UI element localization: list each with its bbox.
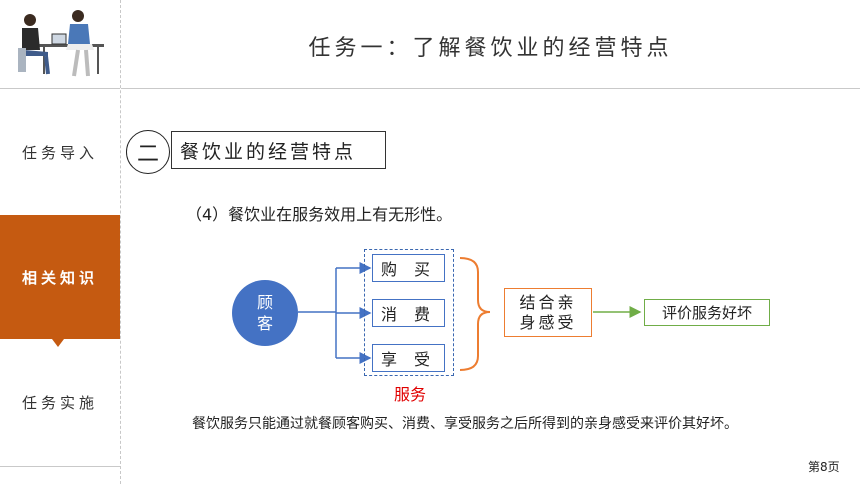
service-enjoy: 享 受 bbox=[372, 344, 445, 372]
experience-node: 结合亲 身感受 bbox=[504, 288, 592, 337]
sidebar-item-task-implement[interactable]: 任务实施 bbox=[0, 340, 120, 464]
page-number: 第8页 bbox=[808, 460, 840, 474]
active-pointer-icon bbox=[52, 339, 64, 347]
services-label: 服务 bbox=[393, 385, 426, 404]
orange-brace bbox=[459, 257, 491, 371]
divider bbox=[0, 88, 120, 89]
service-consume-label: 消 费 bbox=[380, 305, 437, 324]
service-buy-label: 购 买 bbox=[380, 260, 437, 279]
service-buy: 购 买 bbox=[372, 254, 445, 282]
sidebar-item-label: 任务导入 bbox=[21, 143, 98, 162]
summary-text: 餐饮服务只能通过就餐顾客购买、消费、享受服务之后所得到的亲身感受来评价其好坏。 bbox=[192, 416, 738, 432]
sidebar-divider bbox=[120, 0, 121, 484]
section-heading: 餐饮业的经营特点 bbox=[171, 131, 386, 169]
point-text: （4）餐饮业在服务效用上有无形性。 bbox=[186, 205, 453, 224]
sidebar-item-related-knowledge[interactable]: 相关知识 bbox=[0, 215, 120, 339]
divider bbox=[0, 466, 120, 467]
evaluation-label: 评价服务好坏 bbox=[661, 304, 752, 322]
evaluation-node: 评价服务好坏 bbox=[644, 299, 770, 326]
sidebar-item-task-intro[interactable]: 任务导入 bbox=[0, 90, 120, 214]
page-title: 任务一：了解餐饮业的经营特点 bbox=[308, 36, 673, 61]
service-consume: 消 费 bbox=[372, 299, 445, 327]
section-heading-text: 餐饮业的经营特点 bbox=[180, 140, 357, 163]
header-divider bbox=[121, 88, 860, 89]
customer-label: 顾客 bbox=[256, 293, 273, 333]
experience-line-1: 结合亲 bbox=[519, 292, 577, 312]
customer-to-services-arrows bbox=[298, 262, 372, 364]
people-working-at-desk-icon bbox=[18, 10, 104, 77]
sidebar-item-label: 相关知识 bbox=[21, 268, 98, 287]
services-group bbox=[364, 249, 454, 376]
sidebar-item-label: 任务实施 bbox=[21, 393, 98, 412]
customer-node: 顾客 bbox=[232, 280, 298, 346]
experience-line-2: 身感受 bbox=[519, 312, 577, 332]
section-number: 二 bbox=[126, 130, 170, 174]
sidebar: 任务导入 相关知识 任务实施 bbox=[0, 0, 120, 484]
illustration-image bbox=[8, 4, 112, 82]
service-enjoy-label: 享 受 bbox=[380, 350, 437, 369]
